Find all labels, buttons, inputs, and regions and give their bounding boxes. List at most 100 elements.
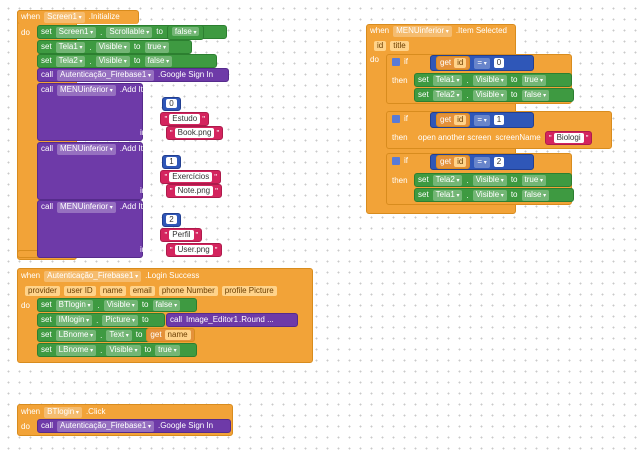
number-value[interactable]: 2 xyxy=(166,215,177,224)
text-block[interactable]: "Book.png" xyxy=(165,126,224,140)
event-label: .Login Success xyxy=(145,271,200,280)
number-value[interactable]: 0 xyxy=(166,99,177,108)
set-label: set xyxy=(41,345,52,354)
boolean-dropdown[interactable]: false xyxy=(144,55,173,67)
boolean-dropdown[interactable]: true xyxy=(521,174,546,186)
image-label: image xyxy=(140,186,162,195)
component-dropdown[interactable]: IMlogin xyxy=(55,314,93,326)
component-dropdown[interactable]: MENUinferior xyxy=(57,143,116,155)
boolean-dropdown[interactable]: false xyxy=(521,189,550,201)
component-dropdown[interactable]: Screen1 xyxy=(55,26,97,38)
boolean-dropdown[interactable]: false xyxy=(152,299,181,311)
text-value[interactable]: Exercícios xyxy=(169,172,213,182)
property-dropdown[interactable]: Visible xyxy=(95,55,130,67)
param-profile-picture[interactable]: profile Picture xyxy=(221,286,277,296)
component-dropdown[interactable]: Autenticação_Firebase1 xyxy=(57,69,154,81)
gear-icon[interactable] xyxy=(392,157,400,165)
text-value[interactable]: User.png xyxy=(174,245,213,255)
component-dropdown[interactable]: Tela2 xyxy=(432,174,463,186)
set-label: set xyxy=(41,300,52,309)
text-block[interactable]: "Biologi" xyxy=(544,131,593,145)
boolean-dropdown[interactable]: false xyxy=(521,89,550,101)
text-block[interactable]: "Estudo" xyxy=(160,112,210,126)
number-value[interactable]: 1 xyxy=(166,157,177,166)
image-label: image xyxy=(140,245,162,254)
component-dropdown[interactable]: BTlogin xyxy=(55,299,94,311)
set-label: set xyxy=(41,27,52,36)
component-dropdown[interactable]: LBnome xyxy=(55,344,97,356)
get-block[interactable]: get name xyxy=(146,328,195,342)
param-user-id[interactable]: user ID xyxy=(63,286,96,296)
gear-icon[interactable] xyxy=(392,115,400,123)
boolean-dropdown[interactable]: false xyxy=(171,26,200,36)
property-dropdown[interactable]: Text xyxy=(106,329,132,341)
number-value[interactable]: 1 xyxy=(493,115,505,125)
component-dropdown[interactable]: MENUinferior xyxy=(57,201,116,213)
title-label: title xyxy=(144,114,157,123)
get-block[interactable]: get id xyxy=(436,113,471,127)
component-dropdown[interactable]: Tela1 xyxy=(432,74,463,86)
boolean-dropdown[interactable]: true xyxy=(144,41,169,53)
text-block[interactable]: "User.png" xyxy=(165,243,222,257)
logic-block[interactable]: false xyxy=(166,24,205,40)
text-value[interactable]: Biologi xyxy=(553,133,584,143)
image-label: image xyxy=(140,128,162,137)
component-dropdown[interactable]: LBnome xyxy=(55,329,97,341)
call-label: call xyxy=(41,70,54,79)
component-dropdown[interactable]: Autenticação_Firebase1 xyxy=(57,420,154,432)
param-email[interactable]: email xyxy=(129,286,155,296)
property-dropdown[interactable]: Visible xyxy=(472,89,507,101)
number-value[interactable]: 2 xyxy=(493,157,505,167)
component-dropdown[interactable]: Tela1 xyxy=(432,189,463,201)
variable-dropdown[interactable]: id xyxy=(454,115,467,125)
property-dropdown[interactable]: Visible xyxy=(106,344,141,356)
property-dropdown[interactable]: Visible xyxy=(472,189,507,201)
number-value[interactable]: 0 xyxy=(493,58,505,68)
variable-dropdown[interactable]: id xyxy=(454,58,467,68)
text-block[interactable]: "Exercícios" xyxy=(160,170,222,184)
param-title[interactable]: title xyxy=(390,41,409,51)
operator-dropdown[interactable]: = xyxy=(474,114,490,126)
property-dropdown[interactable]: Visible xyxy=(472,174,507,186)
to-label: to xyxy=(141,315,149,324)
boolean-dropdown[interactable]: true xyxy=(155,344,180,356)
param-id[interactable]: id xyxy=(374,41,387,51)
param-phone-number[interactable]: phone Number xyxy=(158,286,218,296)
variable-dropdown[interactable]: name xyxy=(164,330,191,340)
param-provider[interactable]: provider xyxy=(25,286,60,296)
text-value[interactable]: Book.png xyxy=(174,128,215,138)
property-dropdown[interactable]: Visible xyxy=(472,74,507,86)
component-dropdown[interactable]: MENUinferior xyxy=(57,84,116,96)
param-name[interactable]: name xyxy=(99,286,126,296)
set-label: set xyxy=(418,175,429,184)
get-block[interactable]: get id xyxy=(436,155,471,169)
component-dropdown[interactable]: Tela1 xyxy=(55,41,86,53)
component-dropdown[interactable]: BTlogin xyxy=(44,406,82,418)
boolean-dropdown[interactable]: true xyxy=(521,74,546,86)
component-dropdown[interactable]: MENUinferior xyxy=(393,25,452,37)
get-block[interactable]: get id xyxy=(436,56,471,70)
text-block[interactable]: "Perfil" xyxy=(160,228,203,242)
component-dropdown[interactable]: Autenticação_Firebase1 xyxy=(44,270,142,282)
text-value[interactable]: Perfil xyxy=(169,230,194,240)
number-block[interactable]: 1 xyxy=(162,155,181,169)
number-block[interactable]: 2 xyxy=(162,213,181,227)
variable-dropdown[interactable]: id xyxy=(454,157,467,167)
component-dropdown[interactable]: Screen1 xyxy=(44,11,85,23)
property-dropdown[interactable]: Scrollable xyxy=(106,26,153,38)
gear-icon[interactable] xyxy=(392,58,400,66)
number-block[interactable]: 0 xyxy=(162,97,181,111)
call-image-editor-round[interactable] xyxy=(166,313,298,327)
operator-dropdown[interactable]: = xyxy=(474,57,490,69)
text-value[interactable]: Estudo xyxy=(169,114,201,124)
property-dropdown[interactable]: Visible xyxy=(95,41,130,53)
component-dropdown[interactable]: Tela2 xyxy=(55,55,86,67)
do-label: do xyxy=(21,422,30,431)
text-value[interactable]: Note.png xyxy=(174,186,214,196)
property-dropdown[interactable]: Visible xyxy=(103,299,138,311)
operator-dropdown[interactable]: = xyxy=(474,156,490,168)
property-dropdown[interactable]: Picture xyxy=(102,314,138,326)
component-dropdown[interactable]: Tela2 xyxy=(432,89,463,101)
text-block[interactable]: "Note.png" xyxy=(165,184,222,198)
set-label: set xyxy=(41,42,52,51)
